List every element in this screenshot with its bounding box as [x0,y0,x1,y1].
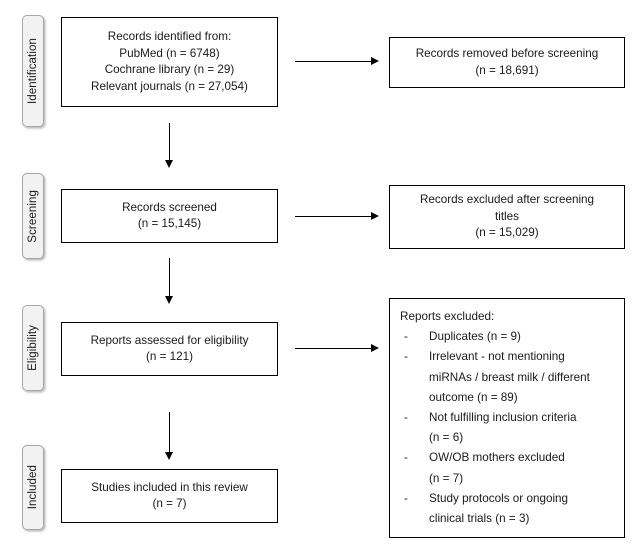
box-records-identified-line-2: PubMed (n = 6748) [119,46,220,60]
box-reports-excluded: Reports excluded: - Duplicates (n = 9) -… [389,298,625,538]
box-records-removed-line-2: (n = 18,691) [475,63,539,77]
box-records-removed: Records removed before screening (n = 18… [389,37,625,88]
phase-label-eligibility: Eligibility [22,305,44,391]
list-bullet: - [404,350,408,364]
list-item: - Study protocols or ongoing clinical tr… [400,489,616,529]
phase-label-screening: Screening [22,173,44,259]
reports-excluded-list: - Duplicates (n = 9) - Irrelevant - not … [400,327,616,529]
box-reports-assessed-line-1: Reports assessed for eligibility [90,333,249,347]
list-item-line: Study protocols or ongoing [429,491,569,505]
box-records-screened-line-2: (n = 15,145) [137,217,202,230]
phase-label-included: Included [22,445,44,530]
phase-label-screening-text: Screening [27,189,39,243]
list-item-line: Not fulfilling inclusion criteria [429,411,577,425]
box-records-identified-line-1: Records identified from: [107,30,232,43]
list-item-line: Irrelevant - not mentioning [429,350,565,364]
phase-label-identification: Identification [22,15,44,127]
list-item-line: OW/OB mothers excluded [429,451,565,465]
list-bullet: - [404,451,408,465]
list-item: - Irrelevant - not mentioning miRNAs / b… [400,347,616,408]
box-records-identified: Records identified from: PubMed (n = 674… [61,17,278,107]
list-item: - OW/OB mothers excluded (n = 7) [400,448,616,488]
box-reports-excluded-title: Reports excluded: [400,310,495,323]
box-reports-assessed-line-2: (n = 121) [145,350,194,363]
list-item: - Duplicates (n = 9) [400,327,616,347]
list-item-line: Duplicates (n = 9) [429,330,521,344]
box-records-excluded-titles-line-1: Records excluded after screening [419,193,595,207]
phase-label-included-text: Included [27,465,39,510]
list-item: - Not fulfilling inclusion criteria (n =… [400,408,616,448]
phase-label-identification-text: Identification [27,38,39,104]
box-records-removed-line-1: Records removed before screening [415,47,599,60]
box-records-excluded-titles-line-3: (n = 15,029) [475,226,539,240]
list-item-line: clinical trials (n = 3) [429,512,530,526]
list-item-line: outcome (n = 89) [429,390,518,404]
box-records-screened: Records screened (n = 15,145) [61,189,278,243]
box-records-excluded-titles: Records excluded after screening titles … [389,185,625,249]
phase-label-eligibility-text: Eligibility [27,325,39,371]
box-records-excluded-titles-line-2: titles [494,209,520,223]
box-studies-included: Studies included in this review (n = 7) [61,469,278,523]
box-reports-assessed: Reports assessed for eligibility (n = 12… [61,322,278,376]
list-bullet: - [404,330,408,344]
box-studies-included-line-1: Studies included in this review [91,480,248,494]
list-bullet: - [404,411,408,425]
box-records-identified-line-4: Relevant journals (n = 27,054) [91,79,248,93]
box-records-screened-line-1: Records screened [122,200,217,214]
box-studies-included-line-2: (n = 7) [152,497,187,510]
box-records-identified-line-3: Cochrane library (n = 29) [104,63,235,76]
list-item-line: (n = 6) [429,431,464,445]
list-item-line: (n = 7) [429,471,464,485]
list-item-line: miRNAs / breast milk / different [429,370,590,384]
list-bullet: - [404,491,408,505]
